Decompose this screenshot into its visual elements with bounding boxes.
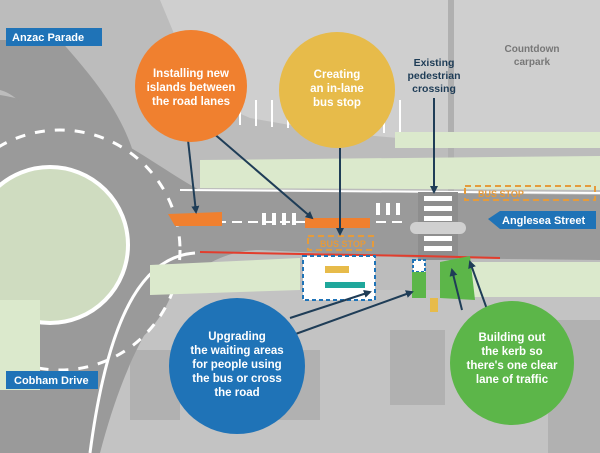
- callout-islands-line1: Installing new: [153, 68, 229, 80]
- cobham-drive-sign: Cobham Drive: [6, 371, 98, 389]
- bus-stop-label-left: BUS STOP: [320, 239, 366, 249]
- callout-islands-line3: the road lanes: [152, 96, 230, 108]
- building-3: [390, 330, 445, 405]
- green-right: [470, 262, 600, 297]
- callout-waiting: Upgrading the waiting areas for people u…: [169, 298, 305, 434]
- crossing-refuge: [410, 222, 466, 234]
- roundabout-island: [0, 167, 128, 323]
- callout-crossing-line3: crossing: [412, 83, 456, 95]
- callout-crossing: Existing pedestrian crossing: [407, 57, 460, 95]
- callout-waiting-line2: the waiting areas: [190, 345, 283, 357]
- callout-islands: Installing new islands between the road …: [135, 30, 247, 142]
- crossing-marker: [430, 298, 438, 312]
- callout-kerb: Building out the kerb so there's one cle…: [450, 301, 574, 425]
- hatch-markings: [262, 203, 400, 225]
- callout-islands-line2: islands between: [147, 82, 236, 94]
- countdown-line1: Countdown: [505, 44, 560, 55]
- green-strip-bottom: [150, 258, 300, 295]
- anzac-parade-label: Anzac Parade: [12, 32, 84, 44]
- island-left: [168, 212, 222, 226]
- green-carpark-edge: [395, 132, 600, 148]
- countdown-line2: carpark: [514, 57, 551, 68]
- bus-stop-label-right: BUS STOP: [478, 189, 524, 199]
- anzac-parade-sign: Anzac Parade: [6, 28, 102, 46]
- callout-kerb-line4: lane of traffic: [476, 374, 549, 386]
- bus-seat: [325, 282, 365, 288]
- green-strip-top: [200, 156, 600, 190]
- kerb-buildout-right: [440, 256, 475, 300]
- callout-bus-stop: Creating an in-lane bus stop: [279, 32, 395, 148]
- arrow-waiting-crossing: [289, 290, 414, 337]
- service-lane: [448, 0, 454, 200]
- arrow-islands-right: [211, 131, 314, 220]
- callout-bus-stop-line1: Creating: [314, 69, 361, 81]
- bus-stop-box-right: [464, 185, 596, 201]
- callout-kerb-line3: there's one clear: [467, 360, 558, 372]
- kerb-buildout-left: [412, 272, 426, 298]
- arrow-waiting-shelter: [289, 290, 372, 319]
- callout-bus-stop-line2: an in-lane: [310, 83, 364, 95]
- cobham-drive-label: Cobham Drive: [14, 375, 89, 387]
- callout-arrows: [187, 98, 489, 337]
- waiting-area: [302, 255, 376, 301]
- road-edge-top: [179, 189, 600, 194]
- callout-kerb-line2: the kerb so: [481, 346, 542, 358]
- callout-crossing-line1: Existing: [414, 57, 455, 69]
- arrow-islands-left: [187, 139, 200, 214]
- bus-stop-box-left: [307, 235, 374, 251]
- island-right: [305, 218, 370, 228]
- callout-bus-stop-line3: bus stop: [313, 97, 361, 109]
- anglesea-street-label: Anglesea Street: [502, 215, 585, 227]
- callout-waiting-line5: the road: [214, 387, 259, 399]
- bus-shelter: [325, 266, 349, 273]
- roundabout-kerb: [0, 165, 130, 325]
- road-edge-bottom: [88, 251, 196, 453]
- crossing-waiting-pad: [412, 259, 426, 273]
- callout-waiting-line4: the bus or cross: [192, 373, 281, 385]
- callout-crossing-line2: pedestrian: [407, 70, 460, 82]
- callout-waiting-line3: for people using: [192, 359, 281, 371]
- anglesea-street-sign: Anglesea Street: [488, 211, 596, 229]
- roundabout-lane-marking: [0, 128, 182, 372]
- callout-waiting-line1: Upgrading: [208, 331, 266, 343]
- callout-kerb-line1: Building out: [478, 332, 545, 344]
- arrow-kerb-left: [449, 268, 463, 311]
- arrow-kerb-right: [468, 260, 489, 313]
